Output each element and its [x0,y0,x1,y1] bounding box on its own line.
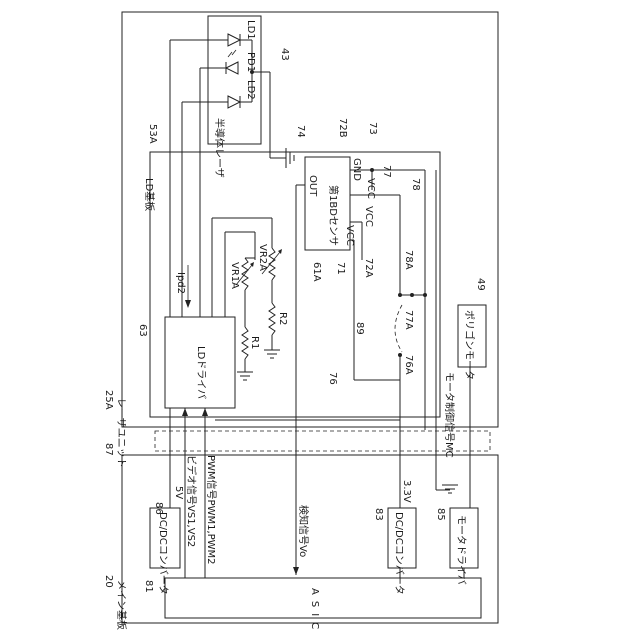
laser-diode-ld2 [228,96,240,108]
ref-78a: 78A [403,250,414,270]
pd1-label: PD1 [245,52,256,72]
ld1-label: LD1 [245,20,256,40]
ground-symbol [264,350,280,358]
label-group: レーザユニット 25A メイン基板 20 LD基板 53A LDドライバ 63 … [103,20,486,635]
v33-label: 3.3V [401,480,412,503]
ref-73: 73 [367,122,378,135]
ref-71: 71 [335,262,346,275]
motor-driver-ref: 85 [435,508,446,521]
resistor-r1 [242,327,248,359]
ld2-label: LD2 [245,80,256,100]
ld-driver-label: LDドライバ [195,346,207,399]
laser-unit-box [122,12,498,427]
ipd2-label: Ipd2 [175,272,186,294]
ref-72a: 72A [363,258,374,278]
main-board-label: メイン基板 [115,580,128,630]
polygon-motor-label: ポリゴンモータ [463,310,476,380]
ref-87: 87 [103,443,114,456]
gnd-label: GND [351,158,362,181]
motor-driver-label: モータドライバ [455,515,467,585]
photodiode-pd1 [226,50,238,74]
vcc-bottom-label: VCC [344,225,355,246]
r2-label: R2 [277,312,288,325]
ld-board-box [150,152,440,417]
ref-76a: 76A [403,355,414,375]
dcdc-5v-ref: 86 [153,502,164,515]
ld-driver-ref: 63 [137,324,148,337]
ref-74: 74 [295,125,306,138]
main-board-ref: 20 [103,575,114,588]
semiconductor-laser-label: 半導体レーザ [213,118,226,178]
vcc-top-label: VCC [365,178,376,199]
asic-ref: 81 [143,580,154,593]
bd-sensor-label: 第1BDセンサ [327,185,340,246]
r1-label: R1 [249,336,260,349]
pwm-signal-label: PWM信号PWM1,PWM2 [205,455,217,565]
ld-board-ref: 53A [147,124,158,144]
dcdc-5v-label: DC/DCコンバータ [157,512,169,595]
vr2a-label: VR2A [257,244,268,271]
resistor-r2 [269,303,275,335]
laser-unit-ref: 25A [103,390,114,410]
semiconductor-laser-ref: 43 [279,48,290,61]
video-signal-label: ビデオ信号VS1,VS2 [185,455,198,547]
jumper-89 [395,305,402,352]
asic-box [165,578,481,618]
ref-78: 78 [410,178,421,191]
ref-77: 77 [381,165,392,178]
ground-symbol [286,148,294,168]
v5-label: 5V [173,486,184,499]
detection-signal-label: 検知信号Vo [297,505,310,557]
dcdc-33v-label: DC/DCコンバータ [393,512,405,595]
motor-control-signal-label: モータ制御信号MC [443,372,456,458]
ref-77a: 77A [403,310,414,330]
dcdc-33v-ref: 83 [373,508,384,521]
asic-label: ASIC [309,588,320,635]
ref-76: 76 [327,372,338,385]
ref-72b: 72B [337,118,348,138]
out-label: OUT [307,175,318,197]
bd-sensor-ref: 61A [311,262,322,282]
laser-unit-label: レーザユニット [115,398,127,468]
ld-board-label: LD基板 [143,178,156,211]
ground-symbol [442,485,458,493]
ref-89: 89 [354,322,365,335]
laser-diode-ld1 [228,34,240,46]
polygon-motor-ref: 49 [475,278,486,291]
vr1a-label: VR1A [229,262,240,289]
ground-symbol [237,372,253,380]
vcc-mid-label: VCC [363,206,374,227]
